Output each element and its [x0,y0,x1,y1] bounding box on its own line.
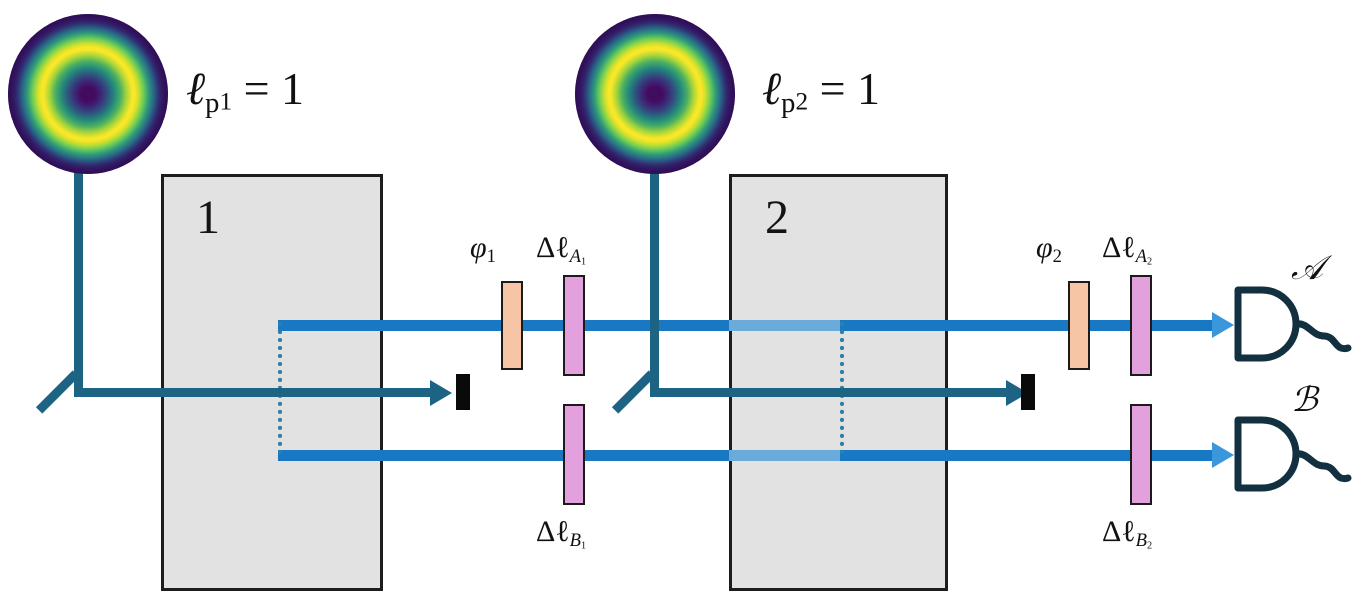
signal-beam-upper-overlay-c2 [729,320,840,331]
signal-beam-upper-arrowhead [1212,312,1234,338]
pump-source-1-subsub: 1 [219,87,233,116]
detector-a-body [1234,286,1300,362]
mode-shifter-b2-subsub: 2 [1147,540,1153,552]
mode-shifter-a1-sym: Δℓ [536,231,570,264]
signal-beam-lower-arrowhead [1212,442,1234,468]
mode-shifter-b1[interactable] [563,404,585,505]
phase-shifter-2-sub: 2 [1052,246,1062,268]
pump-beam-2-horizontal [650,388,1017,397]
pump-source-2-subsub: 2 [795,87,809,116]
mode-shifter-b1-subsub: 1 [581,540,587,552]
signal-beam-upper-overlay-c2b [840,320,948,331]
mode-shifter-a1-label: ΔℓA1 [536,231,586,268]
signal-beam-lower-seg2 [840,450,1214,461]
pump-beam-1-horizontal [74,388,441,397]
crystal-2-label: 2 [765,191,789,244]
pump-source-2-donut-beam-icon [575,14,735,174]
detector-a-label: 𝒜 [1291,250,1324,287]
pump-source-2-sub: p [781,87,796,119]
mode-shifter-a1-sub: A [569,246,582,268]
mode-shifter-b2-label: ΔℓB2 [1102,515,1152,552]
detector-b-wire-icon [1292,450,1352,483]
mode-shifter-a2-subsub: 2 [1147,256,1153,268]
signal-beam-lower-overlay-c2 [729,450,840,461]
phase-shifter-1-sub: 1 [486,246,496,268]
detector-a[interactable] [1232,282,1357,374]
pump-beam-1-vertical [74,148,83,394]
mode-shifter-a1-subsub: 1 [581,256,587,268]
phase-shifter-1-label: φ1 [470,231,496,268]
signal-beam-lower-overlay-c2b [840,450,948,461]
pump-beam-1-arrowhead [430,380,452,406]
beam-blocker-2 [1021,374,1035,410]
mode-shifter-a1[interactable] [563,275,585,376]
mode-shifter-b1-label: ΔℓB1 [536,515,586,552]
mode-shifter-b1-sym: Δℓ [536,515,570,548]
pump-source-1-ell: ℓ [186,63,206,114]
beam-blocker-1 [456,374,470,410]
pump-source-2-ell: ℓ [762,63,782,114]
pump-source-1-value: = 1 [243,63,305,114]
phase-shifter-2[interactable] [1068,281,1090,370]
detector-b[interactable] [1232,412,1357,504]
detector-b-body [1234,416,1300,492]
pump-source-1-label: ℓp1 = 1 [186,62,304,120]
pump-mirror-1 [35,370,80,414]
phase-shifter-2-label: φ2 [1036,231,1062,268]
crystal-2[interactable] [729,174,948,591]
pump-mirror-2 [611,370,656,414]
crystal-1-label: 1 [196,191,220,244]
detector-b-label: ℬ [1291,382,1318,419]
pump-source-1-donut-beam-icon [8,14,168,174]
pump-source-2-label: ℓp2 = 1 [762,62,880,120]
pump-source-1-sub: p [205,87,220,119]
signal-beam-lower-overlay-c1 [278,450,729,461]
mode-shifter-b2-sym: Δℓ [1102,515,1136,548]
pump-source-2-value: = 1 [819,63,881,114]
pump-beam-2-vertical [650,148,659,394]
mode-shifter-a2-sub: A [1135,246,1148,268]
mode-shifter-b2[interactable] [1130,404,1152,505]
phase-shifter-2-sym: φ [1036,231,1053,264]
crystal-1[interactable] [161,174,383,591]
mode-shifter-b1-sub: B [569,530,582,552]
signal-beam-upper-seg2 [840,320,1214,331]
mode-shifter-a2[interactable] [1130,275,1152,376]
phase-shifter-1-sym: φ [470,231,487,264]
mode-shifter-b2-sub: B [1135,530,1148,552]
mode-shifter-a2-label: ΔℓA2 [1102,231,1152,268]
phase-shifter-1[interactable] [501,281,523,370]
detector-a-wire-icon [1292,320,1352,353]
mode-shifter-a2-sym: Δℓ [1102,231,1136,264]
